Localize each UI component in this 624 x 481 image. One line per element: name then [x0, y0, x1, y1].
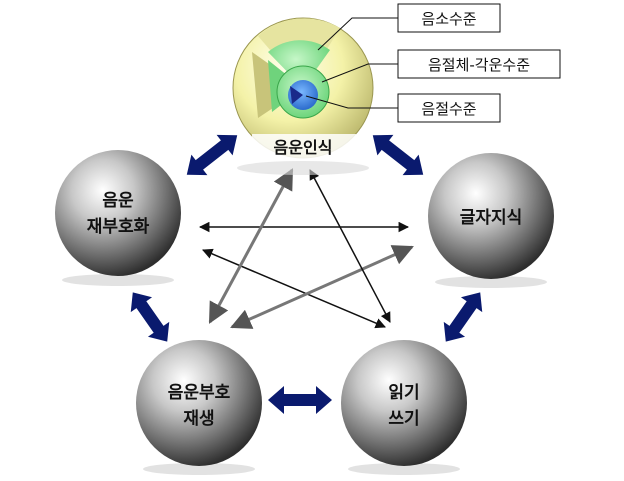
- callout-middle: 음절체-각운수준: [397, 49, 561, 79]
- node-label-bottom-left-1: 음운부호: [168, 383, 231, 403]
- phonological-recoding-sphere: 음운 재부호화: [55, 150, 181, 286]
- arrow-top-bottomleft: [208, 168, 294, 324]
- phonological-code-retrieval-sphere: 음운부호 재생: [136, 340, 262, 475]
- reading-writing-sphere: 읽기 쓰기: [341, 340, 467, 475]
- callout-inner: 음절수준: [397, 93, 501, 123]
- phonological-awareness-sphere: 음운인식: [232, 17, 374, 175]
- big-arrow-right-bottomright: [443, 292, 483, 342]
- connection-arrows: [198, 168, 414, 329]
- big-arrow-bottom: [268, 386, 332, 414]
- node-label-top: 음운인식: [274, 138, 333, 157]
- callout-outer: 음소수준: [397, 3, 501, 33]
- callout-lines: [305, 17, 398, 109]
- big-arrows: [130, 134, 483, 414]
- big-arrow-left-bottomleft: [130, 292, 170, 342]
- node-label-bottom-right-2: 쓰기: [388, 409, 419, 429]
- callout-middle-text: 음절체-각운수준: [428, 56, 530, 74]
- letter-knowledge-sphere: 글자지식: [428, 153, 554, 288]
- node-label-left-2: 재부호화: [87, 217, 150, 237]
- node-label-bottom-right-1: 읽기: [388, 383, 419, 403]
- callout-inner-text: 음절수준: [421, 100, 476, 118]
- node-label-right: 글자지식: [460, 208, 523, 228]
- big-arrow-top-left: [186, 134, 238, 176]
- arrow-right-bottomleft: [230, 245, 414, 329]
- callout-outer-text: 음소수준: [421, 10, 476, 28]
- arrow-top-bottomright: [309, 169, 391, 323]
- node-label-left-1: 음운: [102, 191, 134, 211]
- node-label-bottom-left-2: 재생: [183, 409, 214, 429]
- big-arrow-top-right: [372, 134, 424, 176]
